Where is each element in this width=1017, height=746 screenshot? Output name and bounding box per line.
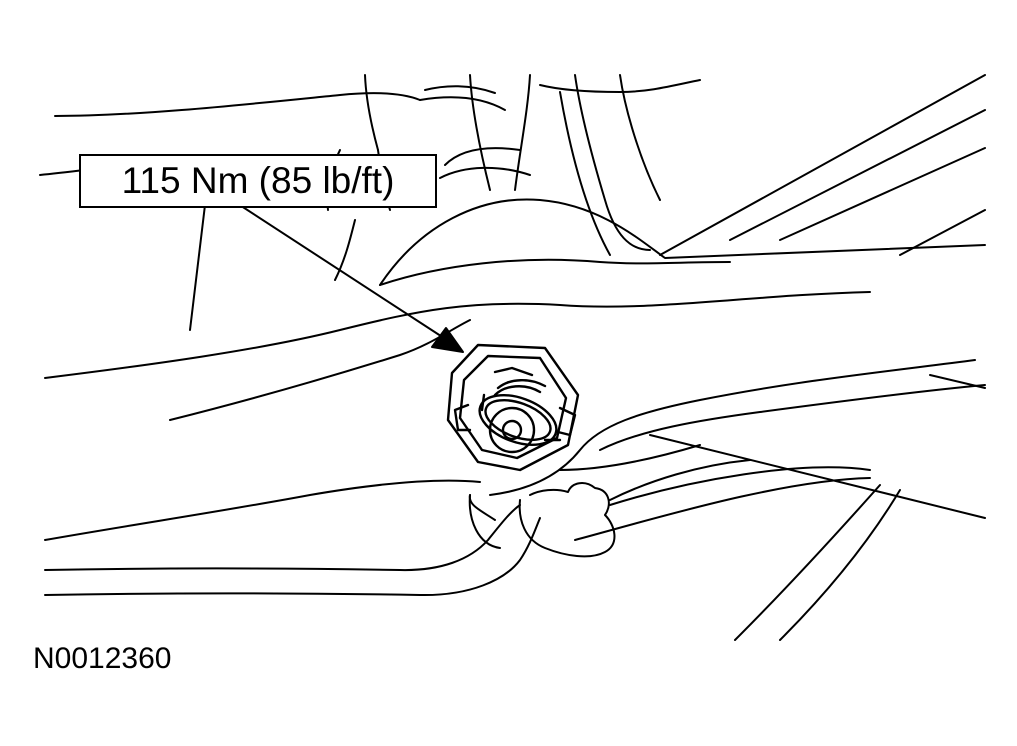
figure-id: N0012360 xyxy=(33,642,172,675)
leader-arrow xyxy=(232,200,463,352)
upper-frame-lines xyxy=(40,75,700,330)
torque-callout-label: 115 Nm (85 lb/ft) xyxy=(121,160,395,201)
torque-callout-box: 115 Nm (85 lb/ft) xyxy=(79,154,437,208)
bolt-icon xyxy=(448,345,578,470)
upper-right-rails xyxy=(660,75,985,255)
lower-rails xyxy=(45,460,900,640)
bracket-blob xyxy=(470,483,615,556)
crossmember xyxy=(45,199,985,518)
